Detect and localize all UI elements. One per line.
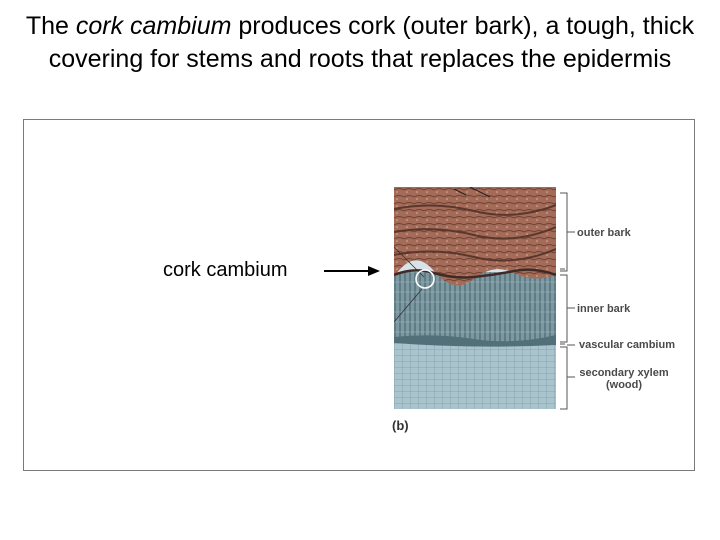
secondary-xylem-label: secondary xylem (wood)	[573, 367, 675, 391]
secondary-xylem-text: secondary xylem	[579, 367, 669, 379]
title-italic-term: cork cambium	[75, 12, 232, 40]
outer-bark-label: outer bark	[577, 227, 631, 239]
panel-label: (b)	[392, 418, 409, 433]
slide-title: The cork cambium produces cork (outer ba…	[20, 10, 700, 76]
bark-micrograph	[394, 187, 556, 409]
layer-bracket	[560, 192, 575, 410]
inner-bark-label: inner bark	[577, 303, 631, 315]
cork-cambium-label: cork cambium	[163, 259, 288, 281]
title-text-start: The	[25, 12, 76, 40]
figure-frame	[23, 119, 695, 471]
vascular-cambium-label: vascular cambium	[579, 339, 675, 351]
title-text-end: produces cork (outer bark), a tough, thi…	[48, 12, 695, 73]
pointer-arrow	[324, 266, 380, 276]
wood-text: (wood)	[605, 379, 643, 391]
